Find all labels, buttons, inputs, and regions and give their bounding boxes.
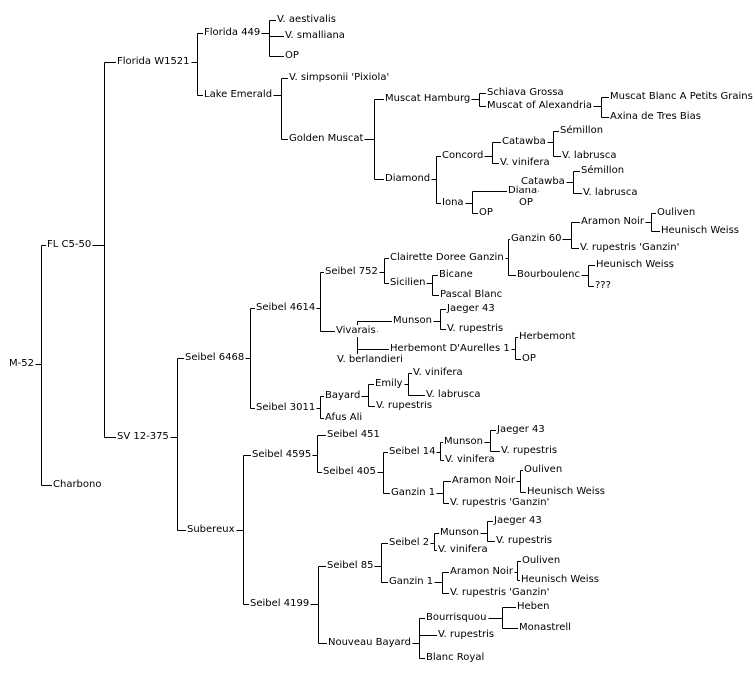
variety-v-labrusca-vlabrusca1: V. labrusca [561, 150, 618, 162]
variety-heunisch-weiss-heunisch4: Heunisch Weiss [520, 574, 601, 586]
variety-v-rupestris-vrupestris5: V. rupestris [437, 629, 496, 641]
variety-aramon-noir-aramonnoir3: Aramon Noir [449, 566, 514, 578]
variety-v-vinifera-vvinifera4: V. vinifera [437, 544, 489, 556]
variety-aramon-noir-aramonnoir2: Aramon Noir [451, 475, 516, 487]
variety--qqq: ??? [594, 280, 612, 292]
variety-v-labrusca-vlabrusca2: V. labrusca [582, 187, 639, 199]
variety-bourboulenc-bourboulenc: Bourboulenc [516, 269, 581, 281]
variety-heben-heben: Heben [516, 601, 551, 613]
variety-heunisch-weiss-heunisch1: Heunisch Weiss [660, 225, 741, 237]
variety-seibel-4614-seibel4614: Seibel 4614 [255, 302, 317, 314]
variety-munson-munson2: Munson [443, 436, 484, 448]
variety-concord-concord: Concord [441, 150, 485, 162]
variety-op-op2: OP [478, 207, 494, 219]
variety-s-millon-semillon2: Sémillon [580, 165, 626, 177]
variety-muscat-of-alexandria-muscatalex: Muscat of Alexandria [486, 100, 594, 112]
variety-v-aestivalis-vaestivalis: V. aestivalis [276, 14, 337, 26]
variety-pascal-blanc-pascalblanc: Pascal Blanc [439, 289, 504, 301]
variety-blanc-royal-blancroyal: Blanc Royal [425, 652, 486, 664]
variety-seibel-451-seibel451: Seibel 451 [326, 429, 381, 441]
variety-munson-munson3: Munson [439, 527, 480, 539]
variety-florida-449-fl449: Florida 449 [203, 27, 262, 39]
variety-diamond-diamond: Diamond [384, 173, 432, 185]
variety-munson-munson1: Munson [392, 315, 433, 327]
variety-v-rupestris-vrupestris2: V. rupestris [375, 400, 434, 412]
variety-iona-iona: Iona [441, 197, 465, 209]
variety-herbemont-herbemont: Herbemont [518, 331, 577, 343]
variety-v-rupestris-ganzin-vrupganzin1: V. rupestris 'Ganzin' [579, 242, 681, 254]
variety-diana-diana: Diana [507, 185, 539, 197]
variety-lake-emerald-lakeemerald: Lake Emerald [203, 89, 274, 101]
variety-vivarais-vivarais: Vivarais [335, 325, 377, 337]
variety-v-vinifera-vvinifera3: V. vinifera [444, 454, 496, 466]
variety-axina-de-tres-bias-axina: Axina de Tres Bias [609, 111, 702, 123]
variety-seibel-405-seibel405: Seibel 405 [322, 466, 377, 478]
variety-s-millon-semillon1: Sémillon [559, 125, 605, 137]
variety-florida-w1521-flw1521: Florida W1521 [116, 56, 191, 68]
variety-clairette-doree-ganzin-clairette: Clairette Doree Ganzin [389, 252, 505, 264]
variety-v-vinifera-vvinifera2: V. vinifera [412, 367, 464, 379]
variety-ganzin-60-ganzin60: Ganzin 60 [510, 233, 563, 245]
variety-ganzin-1-ganzin1b: Ganzin 1 [388, 576, 435, 588]
variety-heunisch-weiss-heunisch2: Heunisch Weiss [595, 259, 676, 271]
variety-catawba-catawba2: Catawba [520, 176, 566, 188]
variety-fl-c5-50-flc550: FL C5-50 [46, 239, 93, 251]
variety-v-berlandieri-vberlandieri: V. berlandieri [336, 354, 404, 366]
variety-bicane-bicane: Bicane [438, 269, 474, 281]
variety-subereux-subereux: Subereux [186, 524, 236, 536]
variety-ouliven-ouliven3: Ouliven [521, 555, 562, 567]
variety-monastrell-monastrell: Monastrell [518, 622, 572, 634]
variety-v-rupestris-vrupestris4: V. rupestris [495, 535, 554, 547]
variety-op-op4: OP [521, 353, 537, 365]
variety-bourrisquou-bourrisquou: Bourrisquou [425, 612, 488, 624]
variety-v-simpsonii-pixiola-vsimpsonii: V. simpsonii 'Pixiola' [288, 72, 391, 84]
variety-bayard-bayard: Bayard [324, 390, 362, 402]
variety-afus-ali-afusali: Afus Ali [324, 412, 364, 424]
variety-ouliven-ouliven1: Ouliven [656, 207, 697, 219]
variety-seibel-14-seibel14: Seibel 14 [388, 446, 437, 458]
variety-sicilien-sicilien: Sicilien [389, 277, 427, 289]
variety-aramon-noir-aramonnoir1: Aramon Noir [580, 216, 645, 228]
variety-seibel-3011-seibel3011: Seibel 3011 [255, 402, 317, 414]
variety-v-rupestris-vrupestris3: V. rupestris [500, 445, 559, 457]
variety-seibel-4199-seibel4199: Seibel 4199 [249, 598, 311, 610]
variety-v-rupestris-ganzin-vrupganzin3: V. rupestris 'Ganzin' [449, 587, 551, 599]
variety-muscat-blanc-a-petits-grains-muscatblanc: Muscat Blanc A Petits Grains [609, 91, 754, 103]
variety-seibel-2-seibel2: Seibel 2 [388, 537, 431, 549]
variety-muscat-hamburg-muscathamburg: Muscat Hamburg [384, 93, 472, 105]
variety-seibel-6468-seibel6468: Seibel 6468 [184, 352, 246, 364]
variety-emily-emily: Emily [374, 378, 404, 390]
variety-schiava-grossa-schiavagrossa: Schiava Grossa [486, 87, 565, 99]
variety-jaeger-43-jaeger43a: Jaeger 43 [446, 303, 496, 315]
variety-jaeger-43-jaeger43c: Jaeger 43 [493, 515, 543, 527]
variety-jaeger-43-jaeger43b: Jaeger 43 [496, 424, 546, 436]
variety-seibel-752-seibel752: Seibel 752 [324, 266, 379, 278]
variety-v-rupestris-vrupestris1: V. rupestris [446, 323, 505, 335]
variety-heunisch-weiss-heunisch3: Heunisch Weiss [526, 486, 607, 498]
variety-v-smalliana-vsmalliana: V. smalliana [284, 30, 346, 42]
variety-v-vinifera-vvinifera1: V. vinifera [499, 157, 551, 169]
variety-nouveau-bayard-nouveaubayard: Nouveau Bayard [327, 637, 412, 649]
variety-op-op3: OP [518, 197, 534, 209]
variety-seibel-85-seibel85: Seibel 85 [326, 560, 375, 572]
variety-golden-muscat-goldenmuscat: Golden Muscat [288, 133, 365, 145]
variety-herbemont-d-aurelles-1-herbdaurelles: Herbemont D'Aurelles 1 [389, 343, 511, 355]
variety-seibel-4595-seibel4595: Seibel 4595 [251, 449, 313, 461]
variety-catawba-catawba1: Catawba [501, 136, 547, 148]
variety-sv-12-375-sv12375: SV 12-375 [116, 431, 170, 443]
variety-ouliven-ouliven2: Ouliven [523, 464, 564, 476]
variety-op-op1: OP [284, 50, 300, 62]
variety-m-52-m52: M-52 [8, 358, 35, 370]
variety-charbono-charbono: Charbono [52, 479, 103, 491]
variety-ganzin-1-ganzin1a: Ganzin 1 [390, 487, 437, 499]
variety-v-rupestris-ganzin-vrupganzin2: V. rupestris 'Ganzin' [449, 497, 551, 509]
variety-v-labrusca-vlabrusca3: V. labrusca [425, 389, 482, 401]
